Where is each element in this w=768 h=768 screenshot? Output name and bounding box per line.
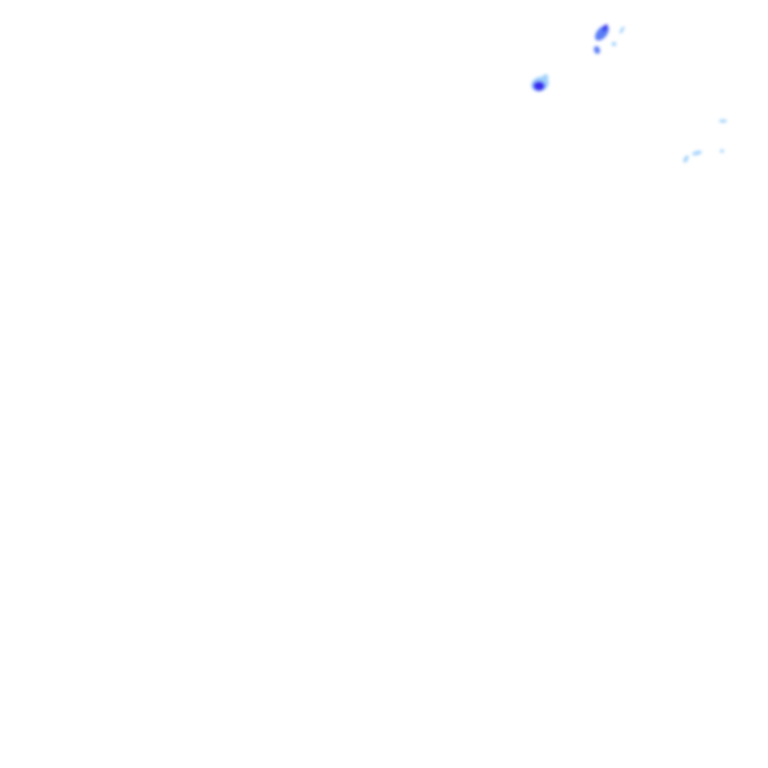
echo-north-1 xyxy=(595,24,609,41)
precipitation-cell xyxy=(692,150,702,156)
echo-west xyxy=(531,74,549,92)
echo-east-2 xyxy=(692,150,702,156)
echo-north-4 xyxy=(611,42,617,46)
precipitation-cell xyxy=(611,42,617,46)
echo-east-1 xyxy=(719,119,727,123)
precipitation-cell xyxy=(595,25,609,41)
precipitation-cell xyxy=(602,24,608,32)
precipitation-cell xyxy=(683,155,689,163)
echo-east-3 xyxy=(683,155,689,163)
precipitation-cell xyxy=(541,74,549,82)
precipitation-cell xyxy=(593,46,601,54)
precipitation-cell xyxy=(720,149,724,153)
echo-north-2 xyxy=(593,46,601,54)
echo-north-3 xyxy=(619,26,625,34)
precipitation-cell xyxy=(619,26,625,34)
precipitation-cell xyxy=(533,81,545,91)
precipitation-cell xyxy=(719,119,727,123)
echo-east-4 xyxy=(720,149,724,153)
